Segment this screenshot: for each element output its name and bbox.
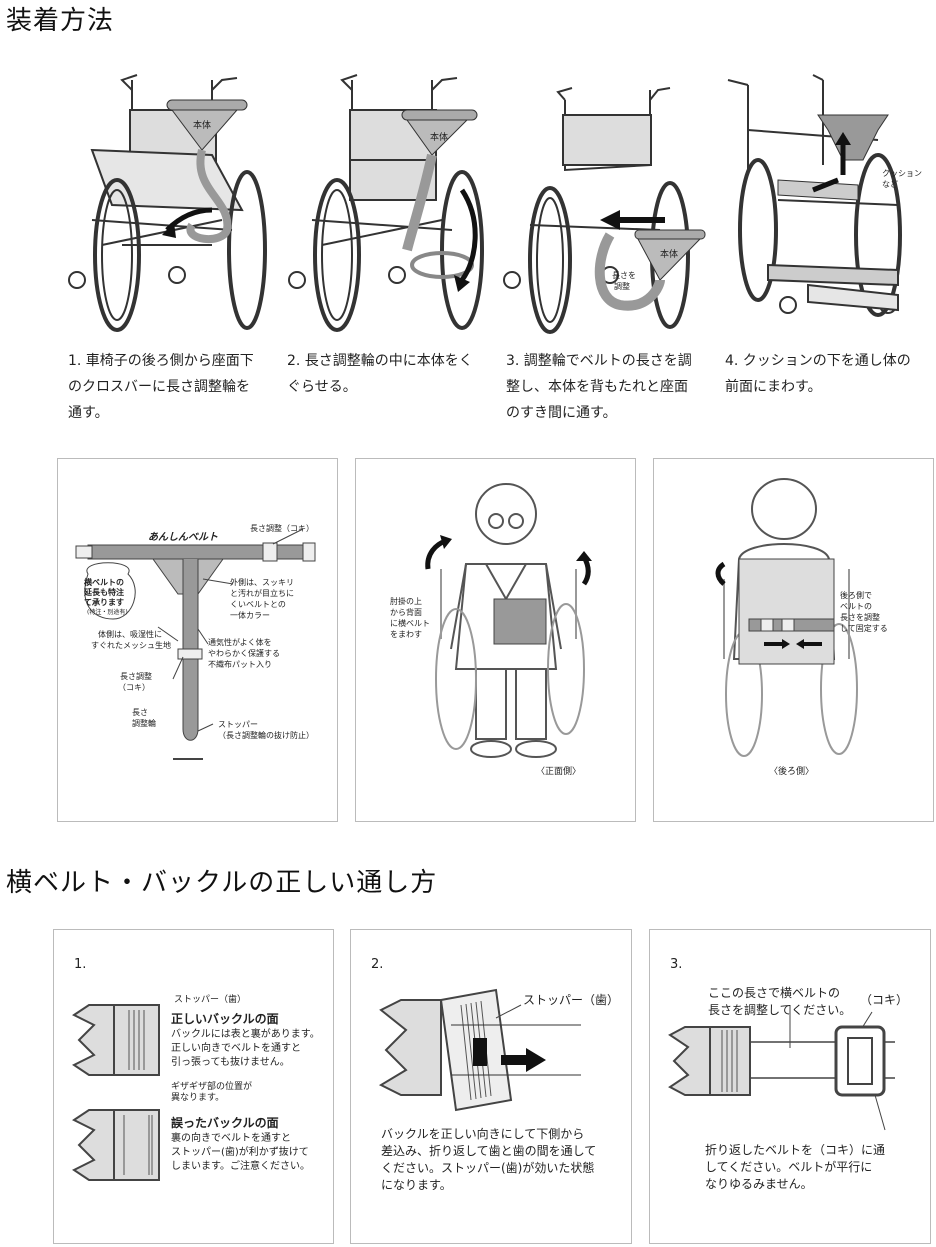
step4-illustration [718, 70, 933, 338]
label-stopper1: ストッパー [218, 720, 258, 729]
wheelchair-illustration-2 [288, 74, 484, 332]
back-view-card: 後ろ側で ベルトの 長さを調整 して固定する 〈後ろ側〉 [653, 458, 934, 822]
section-title-install: 装着方法 [6, 6, 115, 36]
card2-stopper: ストッパー（歯） [523, 993, 620, 1007]
back-note4: して固定する [840, 624, 888, 633]
buckle-koki-illustration [668, 1005, 895, 1131]
label-adjust-top: 長さ調整（コキ） [250, 524, 314, 533]
step3-line2: 整し、本体を背もたれと座面 [506, 379, 688, 395]
step1-caption: 1. 車椅子の後ろ側から座面下 のクロスバーに長さ調整輪を 通す。 [68, 348, 254, 426]
step3-line3: のすき間に通す。 [506, 405, 617, 421]
card1-correct-line2: 正しい向きでベルトを通すと [171, 1043, 301, 1054]
step3-note1: 長さを [612, 271, 636, 280]
step3-note2: 調整 [614, 282, 630, 291]
card1-correct-title: 正しいバックルの面 [171, 1012, 279, 1026]
label-outer4: 一体カラー [230, 611, 270, 620]
back-note1: 後ろ側で [840, 591, 872, 600]
step4-line1: 4. クッションの下を通し体の [725, 353, 911, 369]
step1-illustration [62, 70, 272, 338]
step1-line3: 通す。 [68, 405, 109, 421]
card2-text-line3: ください。ストッパー(歯)が効いた状態 [381, 1161, 595, 1175]
card1-wrong-line3: しまいます。ご注意ください。 [171, 1161, 310, 1172]
card2-text-line4: になります。 [381, 1178, 452, 1192]
label-extend3: て承ります [84, 598, 124, 607]
front-note4: をまわす [390, 630, 422, 639]
step4-note2: など [882, 180, 898, 189]
front-note1: 肘掛の上 [390, 597, 422, 606]
label-adj2: （コキ） [118, 683, 150, 692]
front-view-card: 肘掛の上 から背面 に横ベルト をまわす 〈正面側〉 [355, 458, 636, 822]
label-breath2: やわらかく保護する [208, 649, 280, 658]
card3-bottom-line3: なりゆるみません。 [705, 1177, 813, 1191]
card1-wrong-title: 誤ったバックルの面 [171, 1116, 279, 1130]
step3-caption: 3. 調整輪でベルトの長さを調 整し、本体を背もたれと座面 のすき間に通す。 [506, 348, 692, 426]
label-ring2: 調整輪 [132, 719, 156, 728]
label-inner1: 体側は、吸湿性に [98, 630, 162, 639]
step2-line2: ぐらせる。 [287, 379, 357, 395]
product-diagram-card: あんしんベルト 長さ調整（コキ） 横ベルトの 延長も特注 て承ります (特注・別… [57, 458, 338, 822]
card3-koki-label: （コキ） [860, 993, 909, 1007]
label-stopper2: （長さ調整輪の抜け防止） [218, 731, 314, 740]
front-note2: から背面 [390, 608, 422, 617]
brand-name: あんしんベルト [148, 532, 218, 543]
card3-top-line1: ここの長さで横ベルトの [708, 986, 841, 1000]
section-title-buckle: 横ベルト・バックルの正しい通し方 [6, 868, 438, 898]
buckle-faces-illustration [72, 1004, 160, 1181]
label-extend2: 延長も特注 [84, 588, 124, 597]
step1-line2: のクロスバーに長さ調整輪を [68, 379, 250, 395]
back-caption: 〈後ろ側〉 [769, 767, 815, 777]
card3-top-line2: 長さを調整してください。 [708, 1003, 852, 1017]
step1-tag: 本体 [193, 121, 212, 131]
label-extend1: 横ベルトの [84, 578, 124, 587]
step2-illustration [282, 70, 492, 338]
buckle-card-1: 1. ストッパー（歯） 正しいバックルの面 バックルには表と裏があります。 正し… [53, 929, 334, 1244]
card1-correct-line1: バックルには表と裏があります。 [171, 1029, 320, 1040]
step2-line1: 2. 長さ調整輪の中に本体をく [287, 353, 473, 369]
back-note2: ベルトの [840, 602, 872, 611]
wheelchair-illustration-1 [68, 74, 267, 332]
buckle-card-3: 3. ここの長さで横ベルトの 長さを調整してください。 （コキ） 折り返したベル… [649, 929, 931, 1244]
step4-line2: 前面にまわす。 [725, 379, 822, 395]
step3-line1: 3. 調整輪でベルトの長さを調 [506, 353, 692, 369]
card1-gizagiza-line1: ギザギザ部の位置が [171, 1082, 253, 1092]
label-outer2: と汚れが目立ちに [230, 589, 294, 598]
card1-wrong-line2: ストッパー(歯)が利かず抜けて [171, 1147, 309, 1158]
step2-caption: 2. 長さ調整輪の中に本体をく ぐらせる。 [287, 348, 473, 400]
label-outer3: くいベルトとの [230, 600, 286, 609]
card3-bottom-line1: 折り返したベルトを（コキ）に通 [705, 1143, 886, 1157]
belt-diagram [75, 528, 316, 760]
label-outer1: 外側は、スッキリ [230, 578, 294, 587]
card1-stopper: ストッパー（歯） [174, 995, 247, 1005]
step4-caption: 4. クッションの下を通し体の 前面にまわす。 [725, 348, 911, 400]
step1-line1: 1. 車椅子の後ろ側から座面下 [68, 353, 254, 369]
label-extend4: (特注・別途有) [87, 609, 128, 616]
card2-number: 2. [371, 957, 384, 972]
card2-text-line2: 差込み、折り返して歯と歯の間を通して [381, 1144, 597, 1158]
card3-number: 3. [670, 957, 683, 972]
label-breath1: 通気性がよく体を [208, 638, 272, 647]
card3-bottom-line2: してください。ベルトが平行に [705, 1160, 873, 1174]
step3-tag: 本体 [660, 250, 679, 260]
label-inner2: すぐれたメッシュ生地 [91, 641, 171, 650]
card1-gizagiza-line2: 異なります。 [171, 1093, 225, 1103]
person-front-illustration [425, 483, 592, 758]
label-breath3: 不織布パット入り [208, 660, 272, 669]
step2-tag: 本体 [430, 133, 449, 143]
front-note3: に横ベルト [390, 619, 430, 628]
buckle-insert-illustration [378, 988, 581, 1112]
step4-note1: クッション [882, 169, 922, 178]
back-note3: 長さを調整 [840, 613, 880, 622]
step3-illustration [500, 70, 710, 338]
buckle-card-2: 2. ストッパー（歯） バックルを正しい向きにして下側から 差込み、折り返して歯… [350, 929, 632, 1244]
label-adj1: 長さ調整 [120, 672, 152, 681]
label-ring1: 長さ [132, 708, 148, 717]
card1-number: 1. [74, 957, 87, 972]
front-caption: 〈正面側〉 [536, 767, 582, 777]
wheelchair-illustration-3 [503, 87, 706, 334]
card2-text-line1: バックルを正しい向きにして下側から [381, 1127, 585, 1141]
wheelchair-illustration-4 [727, 74, 902, 317]
person-back-illustration [715, 478, 858, 757]
card1-wrong-line1: 裏の向きでベルトを通すと [171, 1133, 291, 1144]
card1-correct-line3: 引っ張っても抜けません。 [171, 1057, 290, 1068]
